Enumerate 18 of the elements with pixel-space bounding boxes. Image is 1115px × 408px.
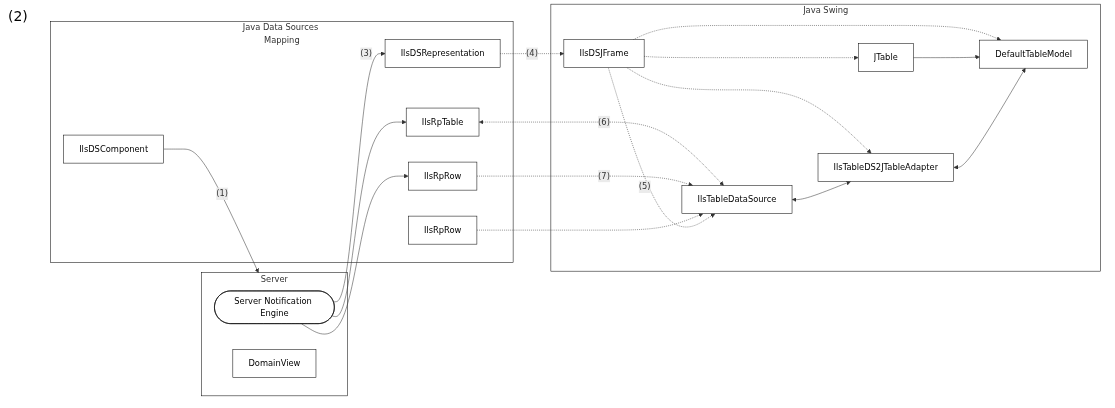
- node-box: IlsDSComponent: [63, 134, 164, 164]
- node-box: IlsRpRow: [407, 161, 477, 191]
- edge-label: (5): [638, 181, 651, 192]
- node-box: DomainView: [232, 349, 317, 378]
- node-box: IlsDSJFrame: [563, 39, 645, 68]
- edge-label: (7): [597, 170, 610, 181]
- node-box: JTable: [857, 43, 914, 72]
- node-box: IlsTableDataSource: [681, 185, 793, 214]
- node-box: IlsDSRepresentation: [384, 39, 501, 68]
- note-label: (2): [8, 8, 28, 24]
- node-box: IlsRpTable: [405, 107, 480, 137]
- edge-label: (1): [216, 188, 228, 199]
- edge-label: (6): [597, 116, 610, 127]
- node-box: IlsRpRow: [407, 215, 477, 245]
- edge-label: (4): [525, 48, 538, 59]
- node-box: DefaultTableModel: [979, 39, 1088, 69]
- edge-label: (3): [360, 48, 372, 59]
- node-box: IlsTableDS2JTableAdapter: [817, 153, 954, 182]
